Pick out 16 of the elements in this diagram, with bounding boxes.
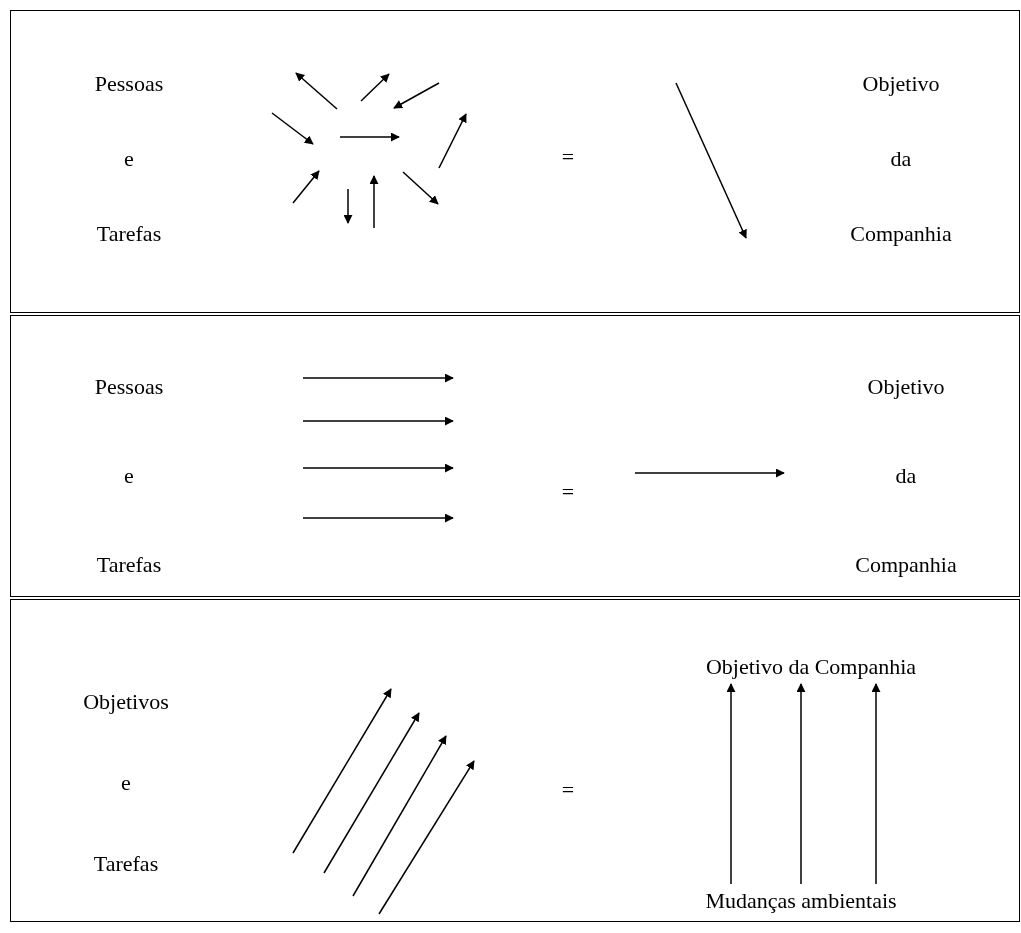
concept-label: Objetivo da Companhia [841, 46, 961, 271]
arrow [871, 683, 881, 885]
panel-frame [10, 315, 1020, 597]
concept-label: Objetivo da Companhia [846, 342, 966, 609]
equals-sign: = [561, 779, 575, 801]
concept-label: Objetivo da Companhia [705, 652, 917, 682]
concept-label: Pessoas e Tarefas [69, 342, 189, 609]
panel-frame [10, 599, 1020, 922]
equals-sign: = [561, 481, 575, 503]
arrow [726, 683, 736, 885]
panel-frame [10, 10, 1020, 313]
arrow [796, 683, 806, 885]
concept-label: Objetivos e Tarefas [66, 661, 186, 904]
concept-label: Pessoas e Tarefas [69, 46, 189, 271]
concept-label: Mudanças ambientais [705, 886, 897, 916]
equals-sign: = [561, 146, 575, 168]
